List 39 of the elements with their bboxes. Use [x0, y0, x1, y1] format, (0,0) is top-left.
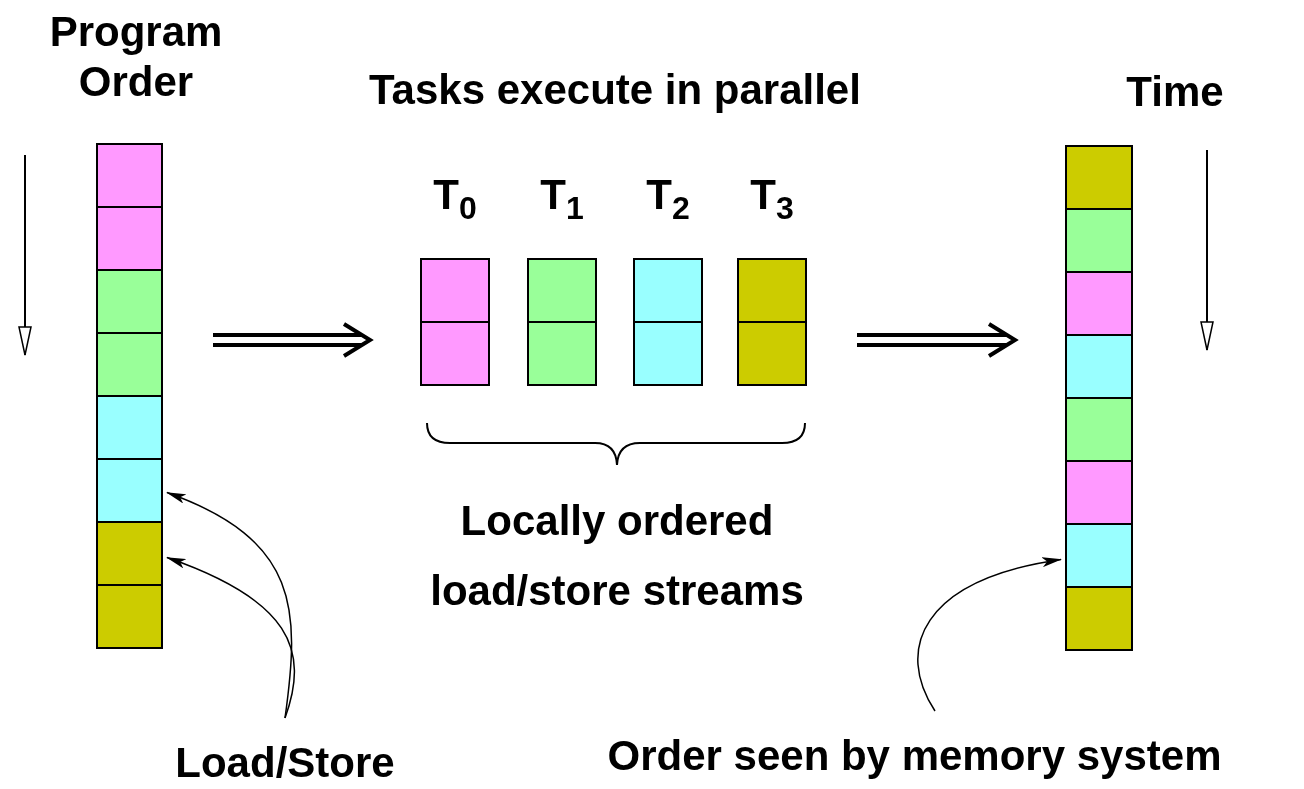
leader-arrow	[166, 556, 296, 719]
task-heading: T$_{0}$	[432, 170, 478, 228]
load-store-cell	[1065, 523, 1133, 588]
diagram-title: Tasks execute in parallel	[368, 65, 862, 115]
load-store-cell	[96, 206, 163, 271]
load-store-cell	[1065, 460, 1133, 525]
leader-arrow	[166, 491, 293, 719]
load-store-cell	[96, 521, 163, 586]
load-store-cell	[527, 321, 597, 386]
task-heading: T$_{2}$	[645, 170, 691, 228]
load-store-cell	[1065, 271, 1133, 336]
task-heading: T$_{1}$	[539, 170, 585, 228]
load-store-cell	[633, 258, 703, 323]
note-label: Locally ordered load/store streams	[429, 496, 805, 616]
load-store-cell	[737, 321, 807, 386]
load-store-cell	[96, 584, 163, 649]
load-store-cell	[96, 143, 163, 208]
load-store-cell	[633, 321, 703, 386]
load-store-cell	[737, 258, 807, 323]
load-store-cell	[1065, 586, 1133, 651]
leader-arrow	[917, 558, 1062, 712]
load-store-cell	[1065, 334, 1133, 399]
double-arrow	[855, 322, 1019, 358]
load-store-cell	[1065, 145, 1133, 210]
load-store-cell	[96, 395, 163, 460]
caption-text: Order seen by memory system	[525, 733, 1304, 779]
task-heading: T$_{3}$	[749, 170, 795, 228]
load-store-cell	[420, 321, 490, 386]
load-store-cell	[96, 269, 163, 334]
load-store-cell	[96, 332, 163, 397]
column-heading: Time	[1125, 67, 1225, 117]
load-store-cell	[420, 258, 490, 323]
double-arrow	[211, 322, 374, 358]
load-store-cell	[1065, 208, 1133, 273]
column-heading: Program Order	[48, 7, 224, 107]
load-store-cell	[1065, 397, 1133, 462]
caption-text: Load/Store	[140, 740, 430, 786]
load-store-cell	[96, 458, 163, 523]
load-store-cell	[527, 258, 597, 323]
